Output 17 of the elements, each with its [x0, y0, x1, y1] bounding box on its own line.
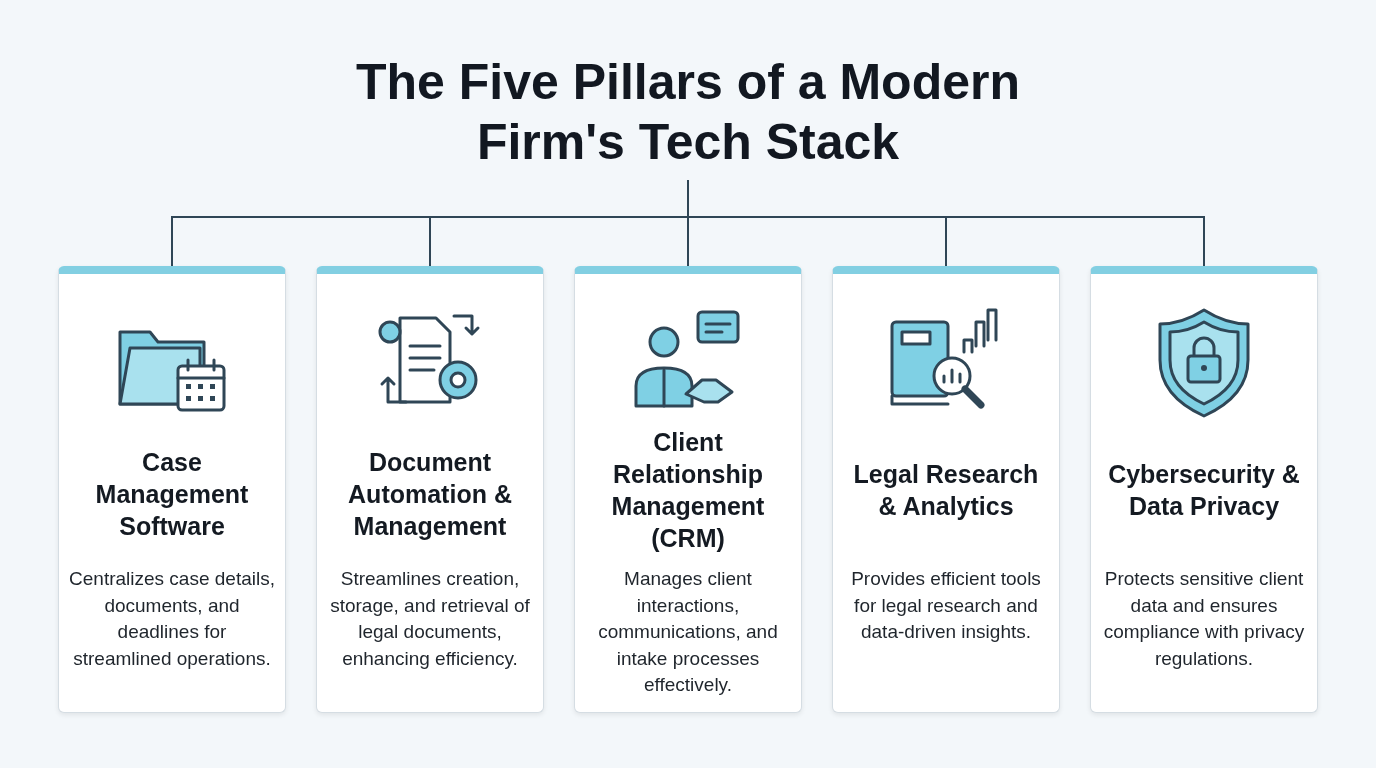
card-description: Manages client interactions, communications, and intake processes effectively.	[597, 567, 779, 697]
pillar-card	[832, 266, 1060, 713]
card-heading: Client Relationship Management (CRM)	[610, 427, 766, 554]
card-description: Streamlines creation, storage, and retrieval of legal documents, enhancing efficiency.	[329, 567, 531, 671]
title-text: The Five Pillars of a Modern Firm's Tech Stack	[330, 52, 1046, 176]
pillar-card	[1090, 266, 1318, 713]
card-description: Protects sensitive client data and ensures compliance with privacy regulations.	[1102, 567, 1306, 671]
card-description: Provides efficient tools for legal research and data-driven insights.	[850, 567, 1042, 644]
connector-line	[687, 179, 1205, 267]
pillar-card	[58, 266, 286, 713]
pillar-card	[574, 266, 802, 713]
card-heading: Document Automation & Management	[347, 447, 513, 542]
card-heading: Legal Research & Analytics	[852, 459, 1040, 522]
card-heading: Cybersecurity & Data Privacy	[1107, 459, 1301, 522]
pillar-card	[316, 266, 544, 713]
card-heading: Case Management Software	[94, 447, 250, 542]
card-description: Centralizes case details, documents, and deadlines for streamlined operations.	[69, 567, 275, 671]
